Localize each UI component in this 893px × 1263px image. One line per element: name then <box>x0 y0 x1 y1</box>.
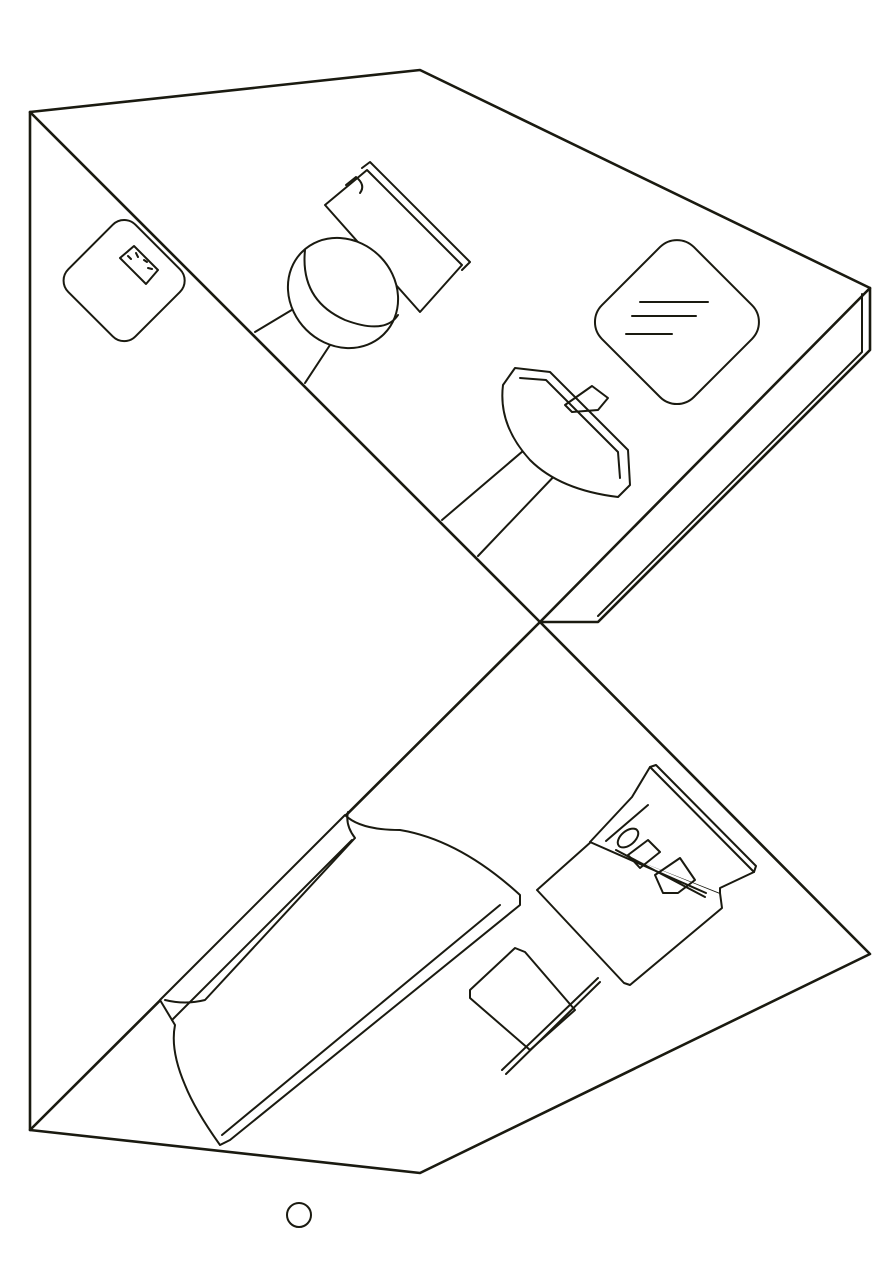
mirror-icon <box>593 239 760 406</box>
toilet-icon <box>254 161 471 384</box>
sink-icon <box>441 367 631 557</box>
cabinet-icon <box>536 764 757 986</box>
room-outline <box>28 68 872 1175</box>
page-marker-circle <box>286 1202 312 1228</box>
bathtub-icon <box>159 811 521 1146</box>
bathroom-scale-icon <box>62 219 186 343</box>
towel-rack-icon <box>469 947 601 1075</box>
